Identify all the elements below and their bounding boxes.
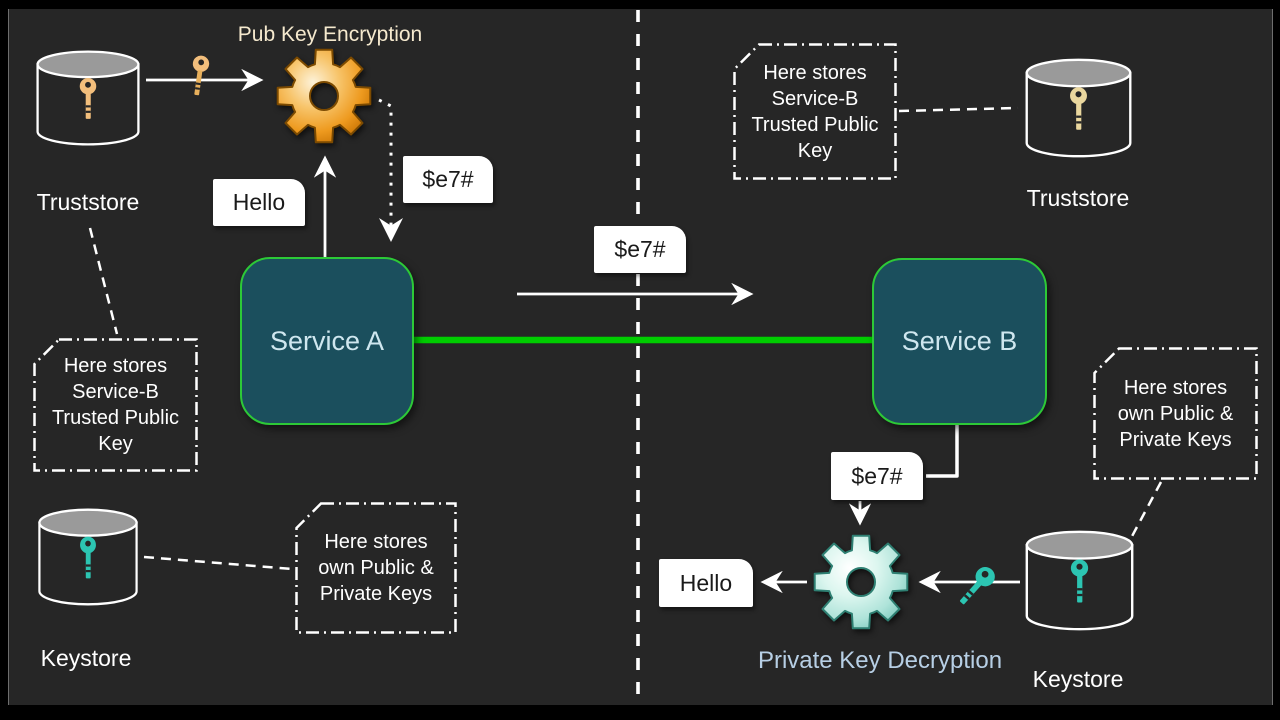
decrypt-gear-icon [813, 534, 909, 630]
plain-message-left-text: Hello [232, 189, 286, 215]
cipher-message-channel: $e7# [594, 226, 686, 273]
callout-left-truststore: Here stores Service-B Trusted Public Key [33, 338, 198, 472]
service-a-node: Service A [240, 257, 414, 425]
cipher-message-right-text: $e7# [851, 462, 903, 489]
callout-right-keystore-text: Here stores own Public & Private Keys [1117, 376, 1234, 451]
cipher-message-channel-text: $e7# [614, 236, 666, 262]
private-key-on-arrow-icon [959, 567, 995, 605]
truststore-right-label: Truststore [1026, 185, 1130, 211]
service-b-node: Service B [872, 258, 1047, 425]
callout-border [733, 43, 897, 180]
plain-message-right: Hello [659, 559, 753, 607]
decryption-title: Private Key Decryption [757, 647, 1003, 674]
encrypt-gear-icon [276, 48, 372, 144]
cipher-message-left: $e7# [403, 156, 493, 203]
callout-left-keystore: Here stores own Public & Private Keys [295, 502, 457, 634]
encryption-title: Pub Key Encryption [237, 23, 423, 46]
service-b-label: Service B [901, 326, 1018, 356]
callout-right-keystore: Here stores own Public & Private Keys [1093, 347, 1258, 480]
cipher-message-right: $e7# [831, 452, 923, 500]
service-a-label: Service A [269, 325, 385, 356]
callout-border [295, 502, 457, 634]
cipher-message-left-text: $e7# [422, 166, 474, 192]
callout-right-truststore-text: Here stores Service-B Trusted Public Key [751, 61, 879, 162]
callout-left-truststore-text: Here stores Service-B Trusted Public Key [51, 355, 180, 455]
callout-right-truststore: Here stores Service-B Trusted Public Key [733, 43, 897, 180]
public-key-icon [79, 78, 97, 119]
private-key-icon [1070, 559, 1089, 603]
private-key-icon [80, 536, 96, 579]
truststore-right-database-icon [1025, 58, 1132, 158]
truststore-left-label: Truststore [36, 189, 140, 215]
truststore-left-database-icon [36, 50, 140, 146]
plain-message-left: Hello [213, 179, 305, 226]
keystore-left-database-icon [38, 508, 138, 606]
plain-message-right-text: Hello [679, 569, 733, 596]
keystore-left-label: Keystore [40, 645, 132, 671]
keystore-right-database-icon [1025, 530, 1134, 631]
keystore-right-label: Keystore [1032, 666, 1124, 692]
public-key-on-arrow-icon [192, 55, 210, 96]
callout-left-keystore-text: Here stores own Public & Private Keys [318, 531, 434, 605]
public-key-icon [1070, 87, 1087, 130]
